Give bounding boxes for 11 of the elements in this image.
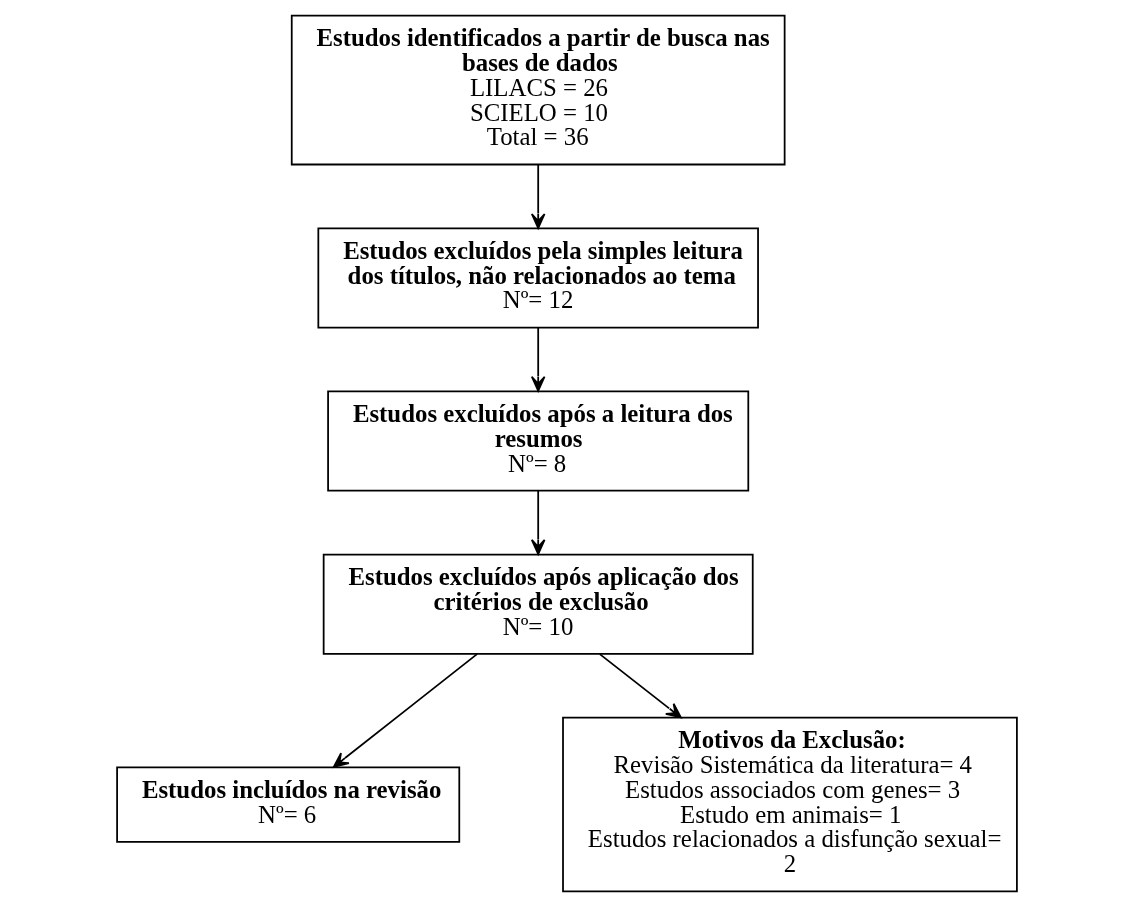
arrow xyxy=(530,326,546,392)
node-box: Estudos excluídos pela simples leitura dos títulos, não relacionados ao tema Nº= 12 xyxy=(317,227,759,329)
node-box: Estudos incluídos na revisão Nº= 6 xyxy=(116,766,461,843)
node-box: Estudos excluídos após aplicação dos critérios de exclusão Nº= 10 xyxy=(322,553,754,655)
arrow xyxy=(530,489,546,555)
node-box: Estudos identificados a partir de busca nas bases de dados LILACS = 26 SCIELO = 10 Total = 36 xyxy=(290,14,786,166)
node-box: Estudos excluídos após a leitura dos resumos Nº= 8 xyxy=(327,390,750,492)
node-box: Motivos da Exclusão: Revisão Sistemática da literatura= 4 Estudos associados com genes= 3 Estudo em animais= 1 Estudos relacionados a disfunção sexual= 2 xyxy=(562,716,1018,893)
arrow xyxy=(530,163,546,230)
arrow xyxy=(332,653,478,768)
arrow xyxy=(598,653,682,719)
